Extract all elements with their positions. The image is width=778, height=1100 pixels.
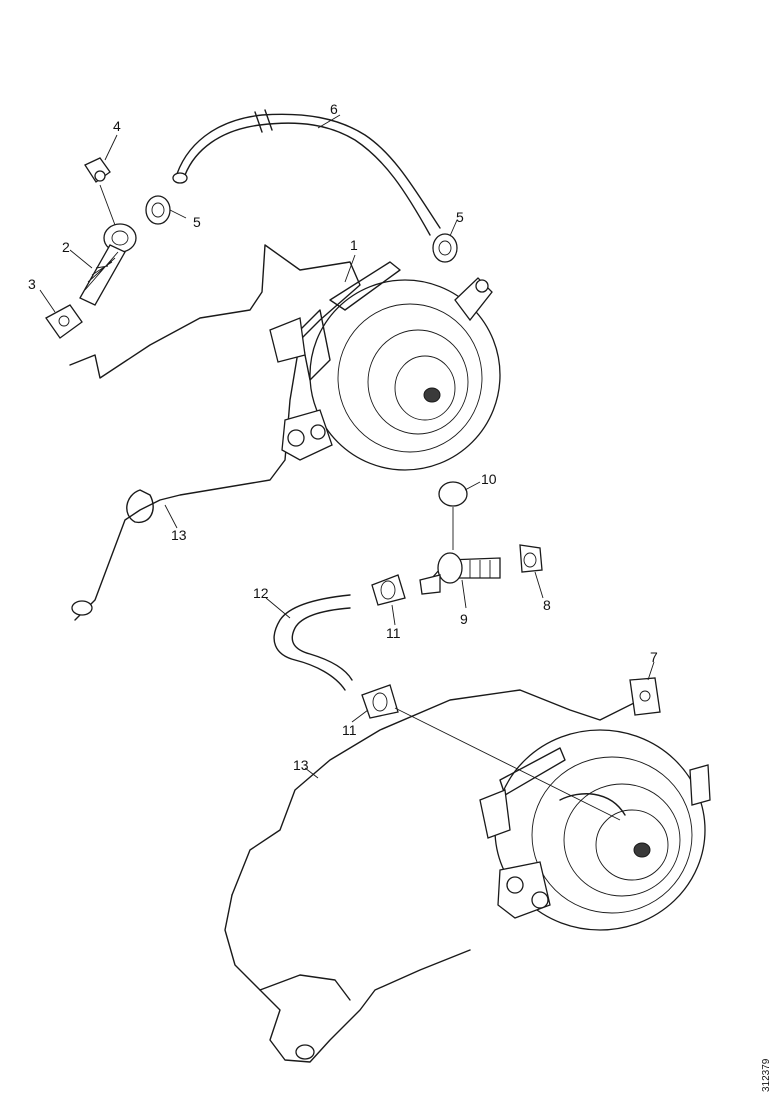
callout-13-upper: 13 [171,527,187,543]
upper-servo-unit [269,261,501,471]
callout-5-left: 5 [193,214,201,230]
callout-13-lower: 13 [293,757,309,773]
callout-11-upper: 11 [386,625,401,641]
callout-4: 4 [113,118,121,134]
callout-8: 8 [543,597,551,613]
callout-6: 6 [330,101,338,117]
callout-9: 9 [460,611,468,627]
upper-hose-clamp-right [432,233,458,263]
callout-7: 7 [650,649,658,665]
upper-check-valve [45,157,137,339]
upper-hose-clamp-left [145,195,171,225]
lower-mounting-bracket [224,679,651,1063]
lower-servo-unit [394,677,711,931]
leader-lines [39,114,655,779]
figure-id: 312379 [761,1058,772,1092]
lower-vacuum-hose [273,594,353,691]
callout-2: 2 [62,239,70,255]
callout-11-lower: 11 [342,722,357,738]
upper-vacuum-hose [172,109,441,236]
callout-3: 3 [28,276,36,292]
lower-hose-connectors [361,574,406,719]
callout-1: 1 [350,237,358,253]
callout-12: 12 [253,585,269,601]
upper-mounting-bracket [69,244,361,621]
callout-5-right: 5 [456,209,464,225]
callout-10: 10 [481,471,497,487]
lower-tee-fitting [419,481,543,595]
